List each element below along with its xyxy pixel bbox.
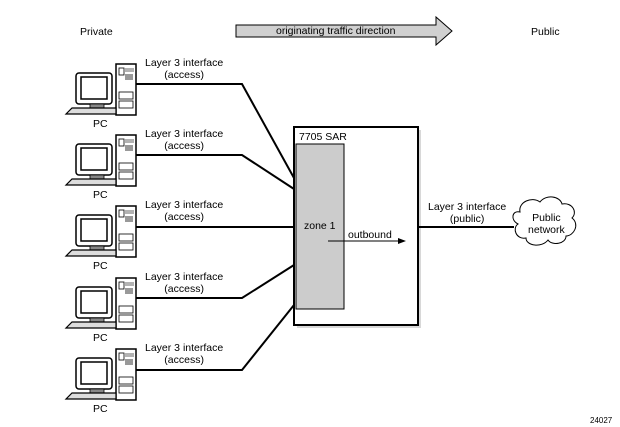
interface-line2: (access): [164, 211, 204, 223]
pc-icon[interactable]: [64, 348, 137, 401]
pc-icon[interactable]: [64, 134, 137, 187]
outbound-label: outbound: [348, 229, 392, 241]
public-zone-label: Public: [531, 26, 560, 38]
link-pc-4: [136, 264, 295, 299]
interface-line2: (access): [164, 354, 204, 366]
interface-line1: Layer 3 interface: [145, 128, 224, 140]
zone-label: zone 1: [304, 220, 336, 232]
pc-icon[interactable]: [64, 277, 137, 330]
public-interface-line2: (public): [449, 213, 485, 225]
router-title: 7705 SAR: [299, 131, 347, 143]
cloud-label: Public network: [528, 212, 565, 236]
pc-label: PC: [93, 189, 108, 201]
access-interface-label: Layer 3 interface(access): [145, 57, 223, 81]
cloud-label-line1: Public: [532, 212, 561, 224]
interface-line2: (access): [164, 69, 204, 81]
link-pc-2: [136, 154, 295, 190]
traffic-direction-arrow: [235, 15, 453, 47]
access-interface-label: Layer 3 interface(access): [145, 342, 223, 366]
pc-label: PC: [93, 403, 108, 415]
access-interface-label: Layer 3 interface(access): [145, 199, 223, 223]
interface-line1: Layer 3 interface: [145, 271, 224, 283]
traffic-direction-label: originating traffic direction: [276, 25, 396, 37]
link-pc-5: [136, 304, 295, 371]
cloud-label-line2: network: [528, 224, 565, 236]
pc-label: PC: [93, 260, 108, 272]
zone-1-region[interactable]: [295, 143, 345, 310]
public-interface-label: Layer 3 interface (public): [428, 201, 506, 225]
access-interface-label: Layer 3 interface(access): [145, 271, 223, 295]
public-network-cloud[interactable]: [512, 196, 577, 246]
private-zone-label: Private: [80, 26, 113, 38]
outbound-arrow-head: [398, 238, 406, 244]
access-interface-label: Layer 3 interface(access): [145, 128, 223, 152]
interface-line2: (access): [164, 283, 204, 295]
figure-id: 24027: [590, 416, 613, 425]
pc-icon[interactable]: [64, 63, 137, 116]
interface-line2: (access): [164, 140, 204, 152]
pc-label: PC: [93, 118, 108, 130]
interface-line1: Layer 3 interface: [145, 342, 224, 354]
link-pc-1: [136, 83, 295, 179]
interface-line1: Layer 3 interface: [145, 57, 224, 69]
pc-icon[interactable]: [64, 205, 137, 258]
interface-line1: Layer 3 interface: [145, 199, 224, 211]
public-interface-line1: Layer 3 interface: [428, 201, 507, 213]
pc-label: PC: [93, 332, 108, 344]
